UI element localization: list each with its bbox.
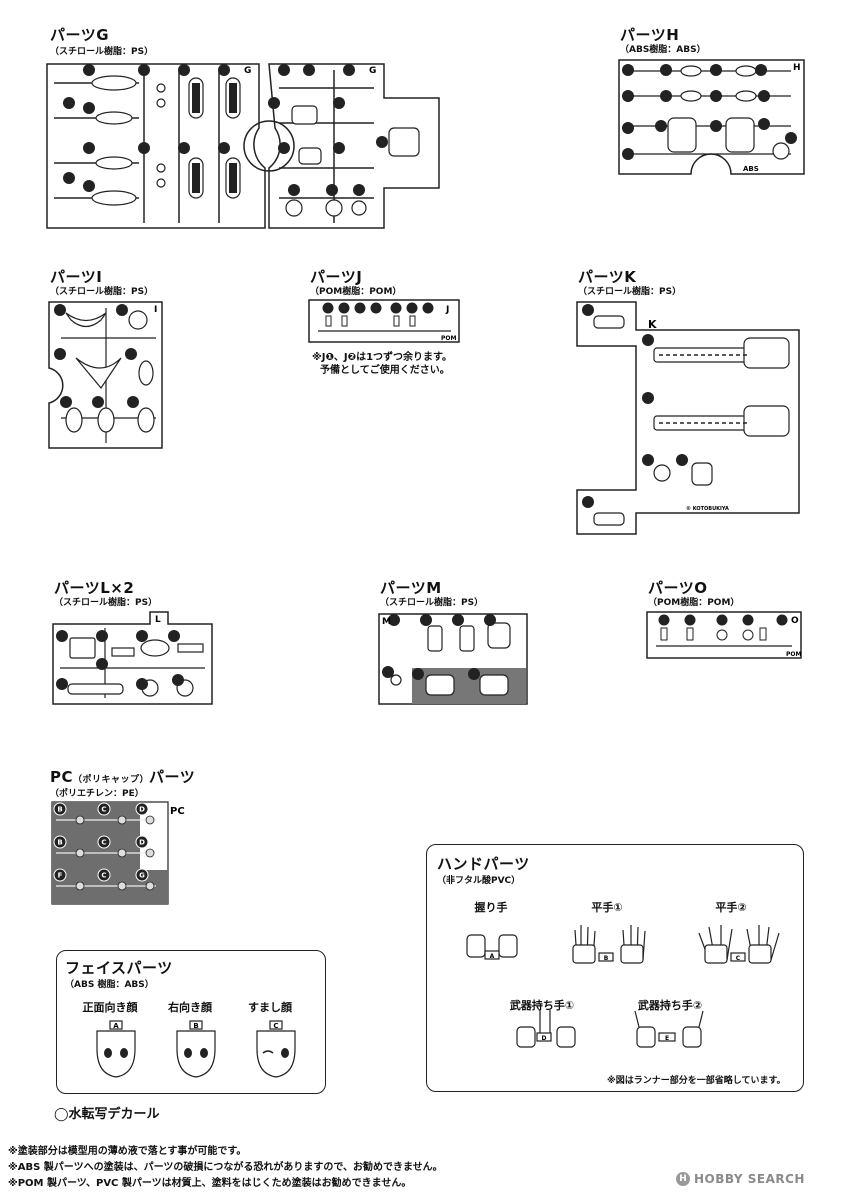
parts-k-runner: K © KOTOBUKIYA [576, 301, 800, 535]
svg-text:E: E [665, 1035, 669, 1042]
parts-pc-title: PC（ポリキャップ）パーツ [50, 768, 196, 786]
parts-pc-material: （ポリエチレン：PE） [50, 789, 144, 799]
parts-k-material: （スチロール樹脂：PS） [578, 287, 682, 297]
parts-g-title: パーツG [50, 26, 110, 44]
svg-text:A: A [490, 953, 495, 960]
parts-g-material: （スチロール樹脂：PS） [50, 47, 154, 57]
svg-text:G: G [244, 66, 251, 76]
parts-g-runner: G G [46, 63, 440, 229]
parts-j-note1: ※J❶、J❷は1つずつ余ります。 [312, 352, 453, 363]
parts-k-letter: K [648, 318, 657, 331]
parts-i-letter: I [154, 305, 157, 315]
svg-text:A: A [113, 1022, 119, 1030]
face-label-sumashi: すまし顔 [248, 1001, 292, 1014]
svg-text:C: C [101, 839, 106, 847]
svg-text:C: C [273, 1022, 278, 1030]
hand-label-flat1: 平手① [591, 901, 623, 914]
parts-j-runner: J POM [308, 299, 460, 343]
svg-text:C: C [101, 806, 106, 814]
parts-o-material: （POM樹脂：POM） [648, 598, 740, 608]
footnote-2: ※ABS 製パーツへの塗装は、パーツの破損につながる恐れがありますので、お勧めで… [8, 1162, 443, 1173]
watermark-text: HOBBY SEARCH [694, 1172, 805, 1186]
face-label-front: 正面向き顔 [82, 1001, 138, 1014]
svg-text:D: D [139, 839, 145, 847]
parts-o-title: パーツO [648, 579, 708, 597]
hand-label-weapon2: 武器持ち手② [637, 999, 703, 1012]
hand-label-grip: 握り手 [474, 901, 508, 914]
parts-h-material: （ABS樹脂：ABS） [620, 45, 706, 55]
footnote-3: ※POM 製パーツ、PVC 製パーツは材質上、塗料をはじくため塗装はお勧めできま… [8, 1178, 412, 1189]
face-parts-material: （ABS 樹脂：ABS） [65, 980, 154, 990]
parts-l-letter: L [155, 615, 161, 625]
hand-drawings: A B C D E [466, 925, 780, 1048]
svg-text:D: D [542, 1035, 547, 1042]
parts-l-title: パーツL×2 [54, 579, 135, 597]
parts-m-material: （スチロール樹脂：PS） [380, 598, 484, 608]
parts-l-runner: L [52, 611, 213, 705]
parts-i-material: （スチロール樹脂：PS） [50, 287, 154, 297]
parts-i-title: パーツI [50, 268, 103, 286]
parts-j-note2: 予備としてご使用ください。 [320, 365, 450, 376]
parts-m-letter: M [382, 617, 391, 627]
svg-text:C: C [736, 955, 741, 962]
parts-h-stamp: ABS [743, 165, 759, 173]
watermark: H HOBBY SEARCH [676, 1172, 805, 1186]
parts-j-stamp: POM [441, 335, 456, 342]
svg-text:F: F [58, 872, 63, 880]
parts-i-runner: I [48, 301, 163, 449]
face-label-right: 右向き顔 [168, 1001, 212, 1014]
parts-o-letter: O [791, 616, 799, 626]
hand-parts-box: ハンドパーツ （非フタル酸PVC） 握り手 平手① 平手② 武器持ち手① 武器持… [426, 844, 804, 1092]
parts-j-letter: J [445, 305, 449, 315]
parts-h-title: パーツH [620, 26, 680, 44]
parts-h-runner: H ABS [618, 59, 805, 175]
hand-parts-material: （非フタル酸PVC） [437, 876, 521, 886]
parts-pc-runner: B C D B C D F C G PC [51, 801, 185, 905]
parts-m-runner: M [378, 613, 528, 705]
parts-m-title: パーツM [380, 579, 442, 597]
svg-text:D: D [139, 806, 145, 814]
svg-text:B: B [193, 1022, 198, 1030]
parts-h-letter: H [793, 63, 801, 73]
svg-text:B: B [57, 806, 62, 814]
hand-parts-title: ハンドパーツ [437, 855, 530, 873]
face-drawings: A B C [96, 1020, 296, 1078]
decal-label: ◯水転写デカール [54, 1107, 160, 1122]
parts-j-title: パーツJ [310, 268, 363, 286]
hobby-search-logo-icon: H [676, 1172, 690, 1186]
hand-parts-note: ※図はランナー部分を一部省略しています。 [607, 1076, 786, 1086]
footnote-1: ※塗装部分は模型用の薄め液で落とす事が可能です。 [8, 1146, 247, 1157]
parts-l-material: （スチロール樹脂：PS） [54, 598, 158, 608]
parts-k-stamp: © KOTOBUKIYA [686, 506, 729, 512]
parts-o-runner: O POM [646, 611, 802, 659]
face-parts-box: フェイスパーツ （ABS 樹脂：ABS） 正面向き顔 右向き顔 すまし顔 A B… [56, 950, 326, 1094]
hand-label-flat2: 平手② [715, 901, 747, 914]
svg-text:B: B [604, 955, 609, 962]
parts-pc-letter: PC [170, 806, 185, 817]
svg-text:B: B [57, 839, 62, 847]
svg-text:G: G [369, 66, 376, 76]
svg-text:C: C [101, 872, 106, 880]
svg-text:G: G [139, 872, 145, 880]
parts-k-title: パーツK [578, 268, 637, 286]
hand-label-weapon1: 武器持ち手① [509, 999, 575, 1012]
face-parts-title: フェイスパーツ [65, 959, 173, 977]
parts-o-stamp: POM [786, 651, 801, 658]
parts-j-material: （POM樹脂：POM） [310, 287, 402, 297]
